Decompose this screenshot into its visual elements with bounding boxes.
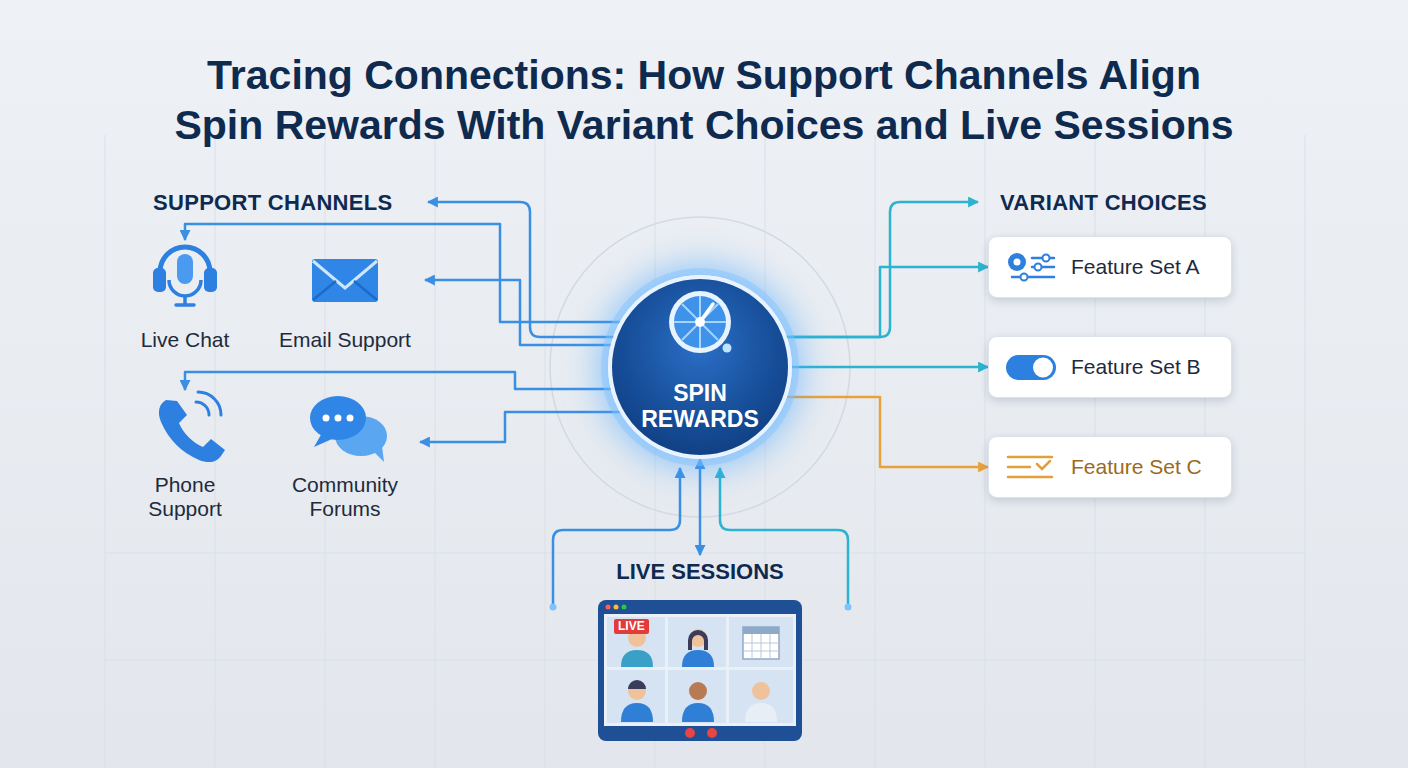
support-channel: Community Forums	[270, 390, 420, 525]
variant-box: Feature Set B	[988, 336, 1232, 398]
group-heading: SUPPORT CHANNELS	[153, 190, 392, 216]
channel-name: Community Forums	[275, 473, 415, 521]
support-channel: Email Support	[265, 240, 425, 355]
live-badge: LIVE	[614, 619, 649, 634]
diagram-title: Tracing Connections: How Support Channel…	[84, 50, 1324, 150]
phone-icon	[159, 392, 225, 462]
headset-icon	[153, 247, 217, 305]
decor-connectors	[428, 202, 978, 605]
section-heading: LIVE SESSIONS	[598, 559, 802, 585]
variant-box: Feature Set A	[988, 236, 1232, 298]
channel-name: Phone Support	[135, 473, 235, 521]
connector-arrow	[185, 224, 620, 322]
chat-bubbles-icon	[310, 396, 387, 462]
sliders-icon	[1008, 253, 1054, 281]
list-check-icon	[1008, 457, 1052, 477]
support-channel: Phone Support	[110, 390, 260, 525]
hub-title: SPIN REWARDS	[625, 380, 775, 432]
glow-dot	[550, 604, 557, 611]
connector-arrow	[787, 267, 988, 337]
channel-name: Live Chat	[110, 328, 260, 352]
support-channel: Live Chat	[110, 240, 260, 355]
connector-arrow	[185, 372, 611, 390]
variant-name: Feature Set B	[1071, 337, 1201, 397]
connector-arrow	[699, 459, 702, 555]
spin-dial-icon	[669, 291, 732, 353]
connector-arrow	[787, 397, 988, 467]
group-heading: VARIANT CHOICES	[1000, 190, 1207, 216]
connector-arrow	[425, 280, 611, 345]
hub-circle: SPIN REWARDS	[608, 275, 792, 459]
variant-name: Feature Set C	[1071, 437, 1202, 497]
live-session-window: LIVE SESSIONS LIVE	[598, 555, 802, 742]
video-window	[598, 600, 802, 741]
glow-dot	[845, 604, 852, 611]
background-grid	[105, 135, 1305, 768]
variant-name: Feature Set A	[1071, 237, 1199, 297]
envelope-icon	[312, 259, 378, 302]
toggle-icon	[1006, 355, 1056, 380]
connector-arrow	[420, 412, 620, 442]
channel-name: Email Support	[265, 328, 425, 352]
connector-arrow	[792, 366, 988, 369]
variant-box: Feature Set C	[988, 436, 1232, 498]
